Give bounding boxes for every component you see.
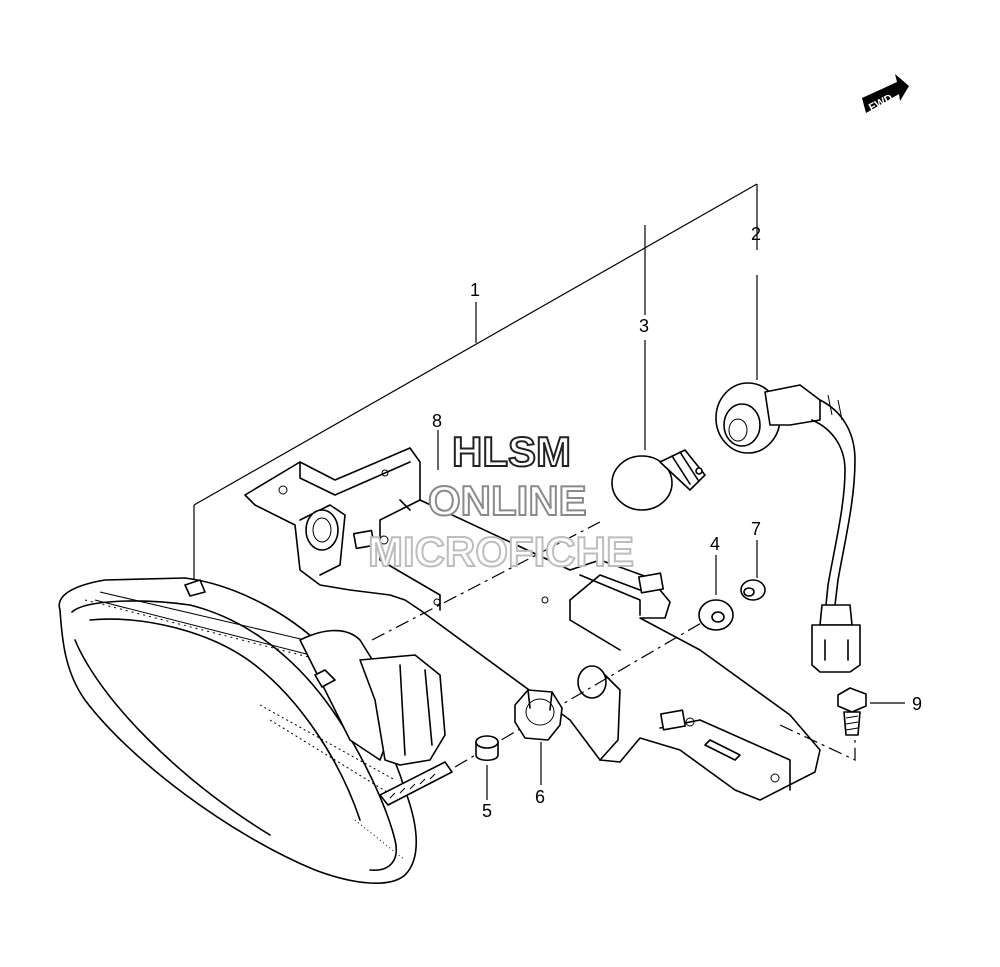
- mounting-bracket: [244, 447, 821, 801]
- assembly-bracket: [193, 183, 758, 585]
- fwd-arrow-icon: FWD: [862, 74, 909, 114]
- watermark-line-1: HLSM: [452, 428, 571, 475]
- watermark-line-2: ONLINE: [428, 477, 587, 524]
- assembly-guide-line: [371, 521, 601, 641]
- watermark-line-3: MICROFICHE: [368, 528, 634, 575]
- callout-7: 7: [751, 519, 761, 539]
- callout-3: 3: [639, 316, 649, 336]
- callout-9: 9: [912, 694, 922, 714]
- assembly-guide-line-3: [779, 724, 856, 761]
- nut: [514, 689, 563, 741]
- tail-lamp-housing: [58, 577, 453, 884]
- bolt: [837, 687, 867, 736]
- callout-6: 6: [535, 787, 545, 807]
- assembly-guide-line-2: [454, 611, 721, 768]
- grommet-nut: [740, 579, 766, 601]
- washer: [698, 599, 734, 631]
- bulb: [611, 449, 706, 511]
- callout-8: 8: [432, 411, 442, 431]
- callout-leaders: [437, 430, 905, 800]
- callout-4: 4: [710, 534, 720, 554]
- callout-5: 5: [482, 801, 492, 821]
- callout-1: 1: [470, 280, 480, 300]
- bulb-socket-harness: [715, 382, 861, 673]
- collar: [475, 735, 499, 762]
- callout-2: 2: [751, 224, 761, 244]
